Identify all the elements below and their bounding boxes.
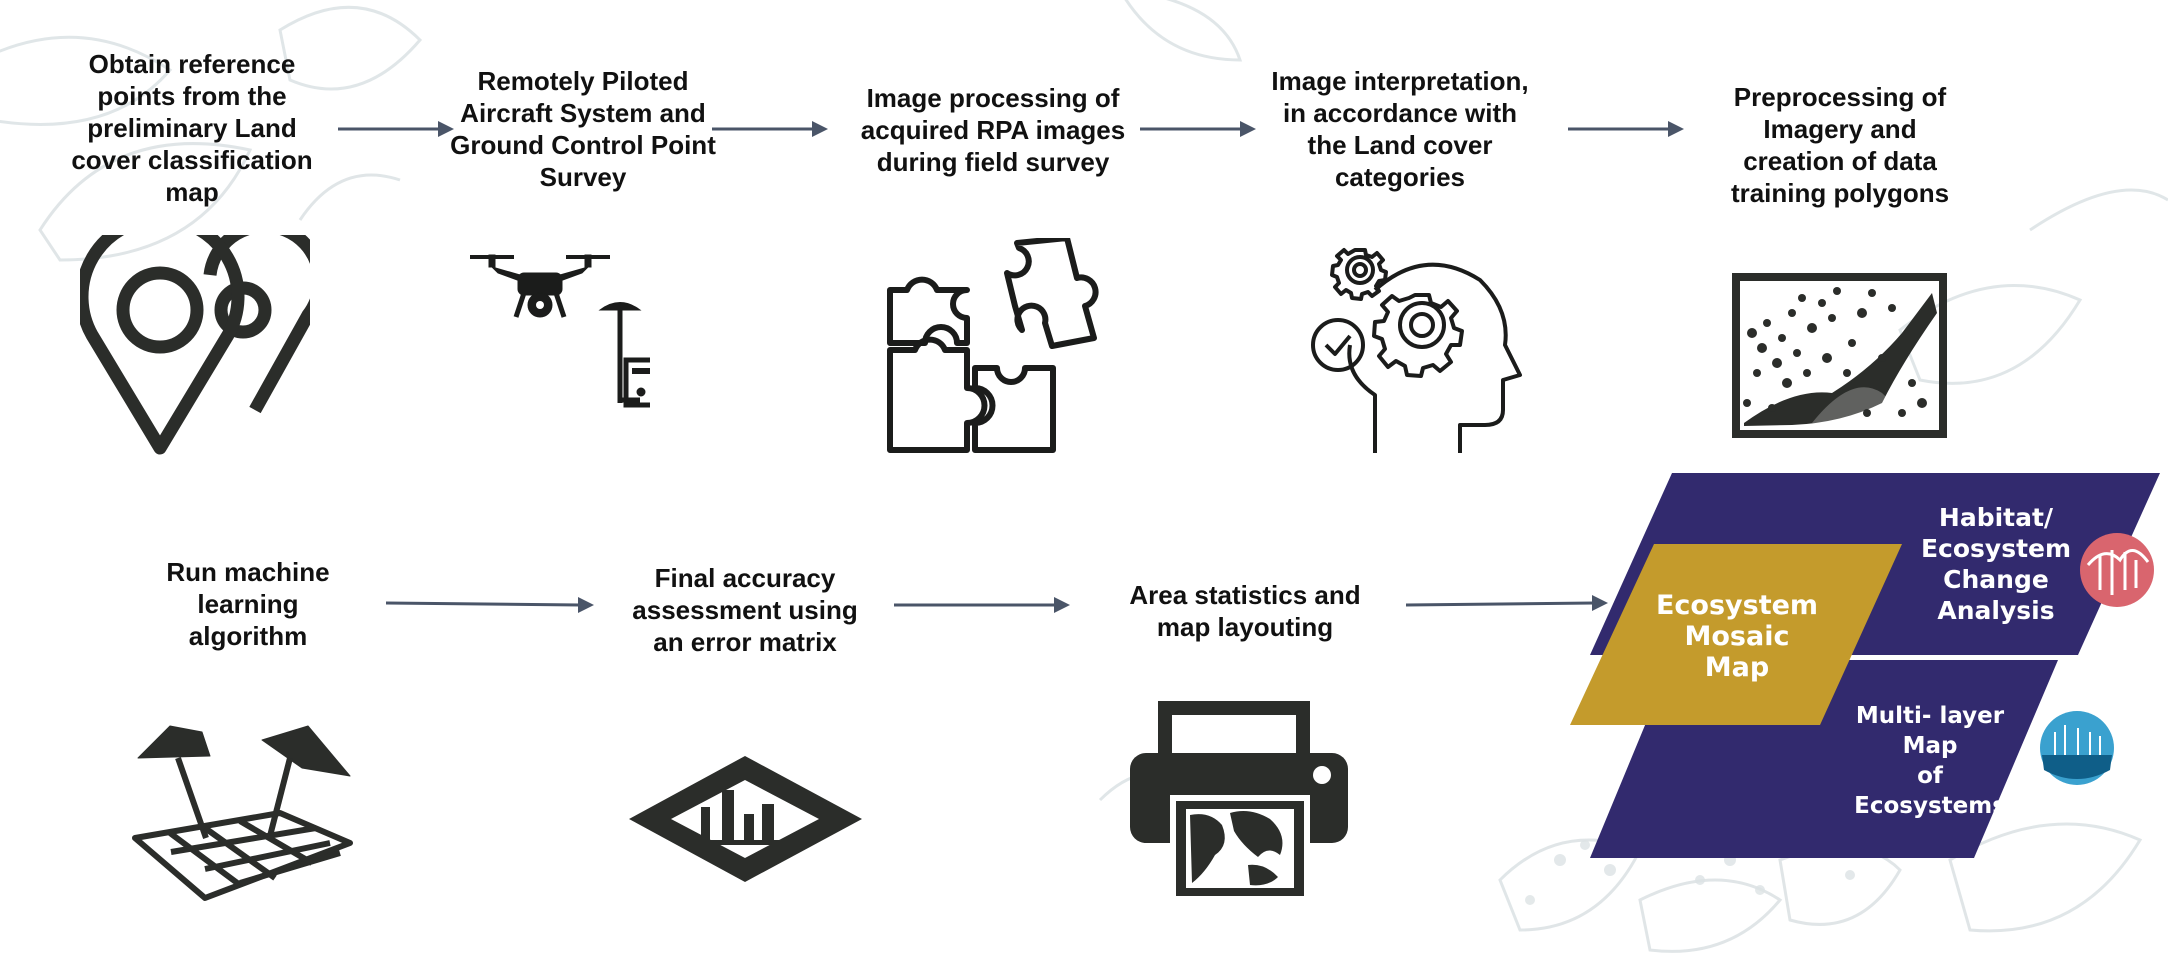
step-label-line: Final accuracy (654, 563, 836, 593)
arrow-6-7 (386, 597, 594, 613)
step-label-line: training polygons (1730, 178, 1950, 208)
mosaic-map-shape (1570, 544, 1902, 725)
step-label-line: preliminary Land (87, 113, 297, 143)
arrow-4-5 (1568, 121, 1684, 137)
arrow-1-2 (338, 121, 454, 137)
multilayer-line-2: Map (1903, 733, 1958, 759)
step-label-line: Obtain reference (88, 49, 296, 79)
step-label-line: map (165, 177, 219, 207)
multilayer-line-4: Ecosystems (1854, 793, 2006, 819)
step-label-line: Image processing of (866, 83, 1120, 113)
printer-map-icon (1130, 701, 1348, 901)
change-line-3: Change (1943, 565, 2049, 594)
step-label-line: Remotely Piloted (477, 66, 689, 96)
step-label-line: Imagery and (1763, 114, 1917, 144)
step-label-line: cover classification (71, 145, 313, 175)
step-label-line: assessment using (632, 595, 858, 625)
arrow-2-3 (712, 121, 828, 137)
imagery-map-icon (1732, 273, 1947, 438)
arrow-3-4 (1140, 121, 1256, 137)
step-label-line: in accordance with (1282, 98, 1518, 128)
step-label-line: Preprocessing of (1733, 82, 1947, 112)
mosaic-line-3: Map (1705, 652, 1769, 683)
change-line-2: Ecosystem (1921, 534, 2071, 563)
step-label-line: Image interpretation, (1271, 66, 1529, 96)
step-label-line: Run machine (166, 557, 330, 587)
multilayer-line-1: Multi- layer (1856, 703, 2005, 729)
step-label-line: Area statistics and (1129, 580, 1361, 610)
change-analysis-badge (2080, 533, 2154, 607)
change-line-4: Analysis (1937, 596, 2054, 625)
step-label-line: the Land cover (1307, 130, 1493, 160)
puzzle-icon (887, 238, 1099, 453)
step-label-line: categories (1334, 162, 1466, 192)
step-label-line: Aircraft System and (460, 98, 706, 128)
arrow-8-output (1406, 595, 1608, 611)
step-label-line: points from the (97, 81, 287, 111)
step-label-line: an error matrix (653, 627, 837, 657)
step-label-line: acquired RPA images (860, 115, 1126, 145)
output-cluster: Ecosystem Mosaic Map Habitat/ Ecosystem … (1570, 473, 2160, 858)
map-pin-icon (80, 235, 310, 455)
step-label-line: during field survey (876, 147, 1110, 177)
step-label-line: Survey (539, 162, 627, 192)
arrow-7-8 (894, 597, 1070, 613)
multilayer-map-badge (2040, 711, 2114, 785)
step-label-line: Ground Control Point (450, 130, 716, 160)
bar-chart-diamond-icon (629, 756, 862, 882)
step-label-line: learning (197, 589, 299, 619)
step-label-line: algorithm (188, 621, 308, 651)
mosaic-line-1: Ecosystem (1656, 590, 1818, 621)
multilayer-line-3: of (1917, 763, 1944, 789)
drone-gps-icon (470, 254, 650, 408)
change-line-1: Habitat/ (1939, 503, 2054, 532)
head-gears-icon (1311, 248, 1522, 453)
step-label-line: creation of data (1743, 146, 1937, 176)
step-label-line: map layouting (1156, 612, 1334, 642)
projector-grid-icon (132, 725, 353, 901)
mosaic-line-2: Mosaic (1685, 621, 1790, 652)
